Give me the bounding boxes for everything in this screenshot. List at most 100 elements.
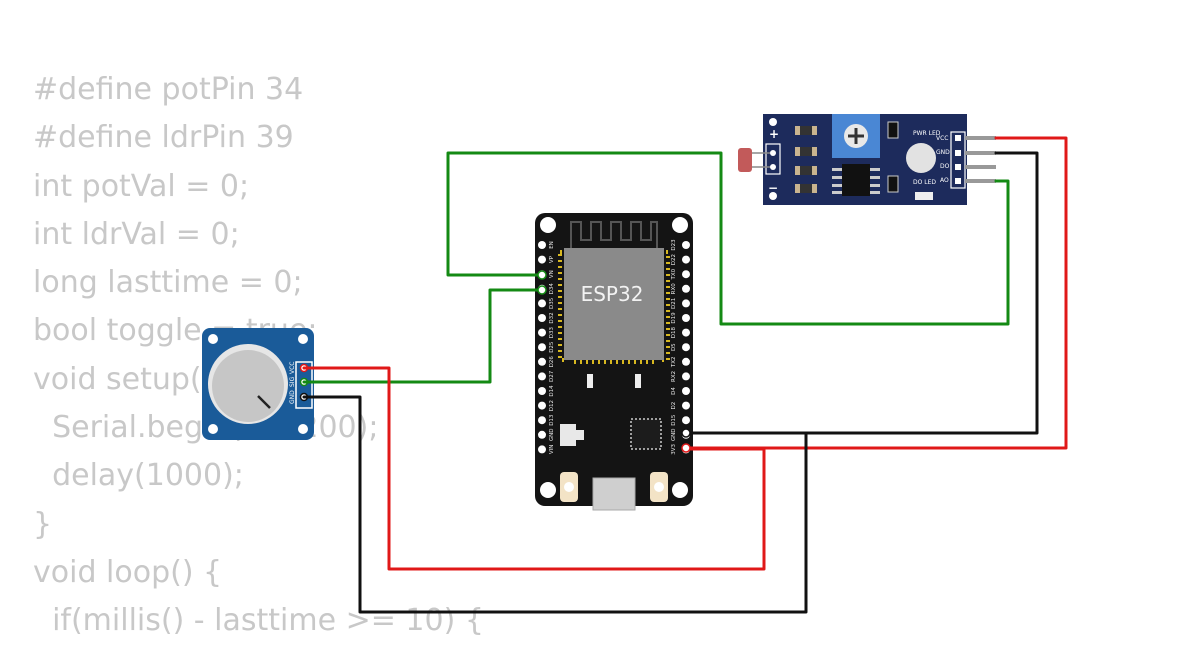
esp32-pin-label: TX0 — [671, 268, 677, 280]
esp32-pin-d26[interactable] — [538, 357, 546, 366]
esp32-connected-pins — [537, 270, 691, 453]
polarity-minus: − — [768, 181, 778, 195]
usb-connector[interactable] — [592, 477, 636, 511]
esp32-pin-d21[interactable] — [682, 299, 690, 308]
code-line: #define ldrPin 39 — [33, 120, 294, 156]
wires — [302, 136, 1068, 614]
esp32-pin-d15[interactable] — [682, 416, 690, 425]
esp32-pin-label: D2 — [671, 402, 677, 410]
esp32-pin-d13[interactable] — [538, 416, 546, 425]
esp32-pin-d14[interactable] — [538, 387, 546, 395]
esp32-pin-label: GND — [549, 428, 555, 441]
photoresistor — [738, 148, 752, 172]
wire-ldr-ao-to-vn[interactable] — [446, 151, 1010, 326]
esp32-pin-label: D23 — [671, 239, 677, 251]
ldr-module[interactable]: + − PWR LED DO LED VCC — [738, 114, 996, 205]
wire-pot-sig-to-d34[interactable] — [302, 288, 544, 384]
esp32-pin-d22[interactable] — [682, 255, 690, 264]
pot-knob[interactable] — [212, 350, 284, 422]
wire-pot-vcc-to-3v3[interactable] — [302, 366, 766, 571]
polarity-plus: + — [769, 127, 779, 141]
code-line: #define potPin 34 — [33, 72, 304, 107]
ldr-pin-label-gnd: GND — [936, 149, 950, 156]
esp32-pin-d12[interactable] — [538, 401, 546, 410]
code-line: long lasttime = 0; — [33, 265, 303, 301]
ldr-pin-header — [950, 131, 966, 189]
esp32-pin-label: EN — [549, 241, 555, 249]
esp32-pin-vp[interactable] — [538, 255, 546, 264]
smd-resistor — [635, 374, 641, 388]
esp32-pin-tx0[interactable] — [682, 270, 690, 279]
ldr-pin-label-vcc: VCC — [936, 135, 948, 142]
mount-hole — [208, 424, 218, 434]
esp32-pin-d27[interactable] — [538, 372, 546, 381]
reset-button[interactable] — [650, 472, 668, 502]
pot-pin-label-vcc: VCC — [289, 362, 296, 374]
esp32-pin-d4[interactable] — [682, 387, 690, 395]
comparator-ic — [832, 164, 880, 196]
esp32-pin-label: GND — [671, 428, 677, 441]
potentiometer[interactable]: GND SIG VCC — [202, 328, 314, 440]
esp32-pin-label: D15 — [671, 414, 677, 426]
esp32-pin-d5[interactable] — [682, 343, 690, 352]
esp32-pin-label: D35 — [549, 297, 555, 309]
esp32-pin-d33[interactable] — [538, 328, 546, 337]
code-line: void loop() { — [33, 554, 223, 590]
esp32-pin-gnd[interactable] — [538, 430, 546, 439]
knob-indicator — [257, 395, 271, 409]
mount-hole — [540, 482, 556, 498]
esp32-pin-label: D34 — [549, 283, 555, 295]
ldr-pins[interactable] — [955, 135, 961, 184]
esp32-pin-d2[interactable] — [682, 401, 690, 410]
ldr-pin-label-do: DO — [940, 163, 950, 170]
esp32-pin-label: RX0 — [671, 283, 677, 295]
smd-resistor — [587, 374, 593, 388]
esp32-module — [564, 248, 664, 360]
smd-resistors — [795, 126, 817, 193]
esp32-pin-d32[interactable] — [538, 314, 546, 322]
pot-pin-label-sig: SIG — [289, 376, 296, 387]
mount-hole — [769, 118, 777, 126]
ldr-pin-legs — [965, 136, 996, 183]
esp32-pin-d19[interactable] — [682, 314, 690, 322]
esp32-pin-label: D21 — [671, 298, 677, 309]
esp32-pin-en[interactable] — [538, 241, 546, 249]
wire-ldr-vcc-to-3v3[interactable] — [684, 136, 1068, 450]
esp32-pin-label: D33 — [549, 326, 555, 338]
mount-hole — [769, 192, 777, 200]
esp32-pin-label: TX2 — [671, 356, 677, 368]
pot-pin-label-gnd: GND — [289, 390, 296, 404]
pot-pin-header — [295, 361, 313, 409]
esp32-pin-d23[interactable] — [682, 241, 690, 249]
esp32-pin-d35[interactable] — [538, 299, 546, 308]
mount-hole — [208, 334, 218, 344]
ldr-pin-label-ao: AO — [940, 177, 949, 184]
esp32-pin-d25[interactable] — [538, 343, 546, 352]
code-line: } — [33, 506, 53, 542]
do-led — [887, 175, 899, 193]
esp32-pin-vin[interactable] — [538, 445, 546, 454]
esp32-pin-label: VIN — [549, 445, 555, 455]
esp32-pin-d18[interactable] — [682, 328, 690, 337]
esp32-pin-label: D5 — [671, 343, 677, 351]
esp32-pin-rx0[interactable] — [682, 284, 690, 293]
usb-uart-chip — [630, 418, 662, 450]
code-line: int ldrVal = 0; — [33, 216, 240, 252]
mount-hole — [540, 217, 556, 233]
wire-pot-gnd-to-gnd[interactable] — [302, 395, 808, 614]
mount-hole — [298, 424, 308, 434]
boot-button[interactable] — [560, 472, 578, 502]
esp32-pin-label: D14 — [549, 385, 555, 397]
wire-ldr-gnd-to-gnd[interactable] — [684, 151, 1039, 435]
esp32-pin-label: D12 — [549, 400, 555, 411]
esp32-pin-tx2[interactable] — [682, 357, 690, 366]
pwr-led-label: PWR LED — [913, 130, 941, 137]
esp32-pin-rx2[interactable] — [682, 372, 690, 381]
esp32-board[interactable]: ESP32 ENVPVND34D35D32D33D25D26D27D14D12D… — [535, 213, 693, 511]
esp32-pin-label: VN — [549, 270, 555, 278]
do-led-label: DO LED — [913, 179, 936, 186]
mount-hole — [298, 334, 308, 344]
esp32-pin-label: D4 — [671, 387, 677, 395]
esp32-pin-label: D18 — [671, 326, 677, 338]
esp32-pin-label: 3V3 — [671, 444, 677, 455]
